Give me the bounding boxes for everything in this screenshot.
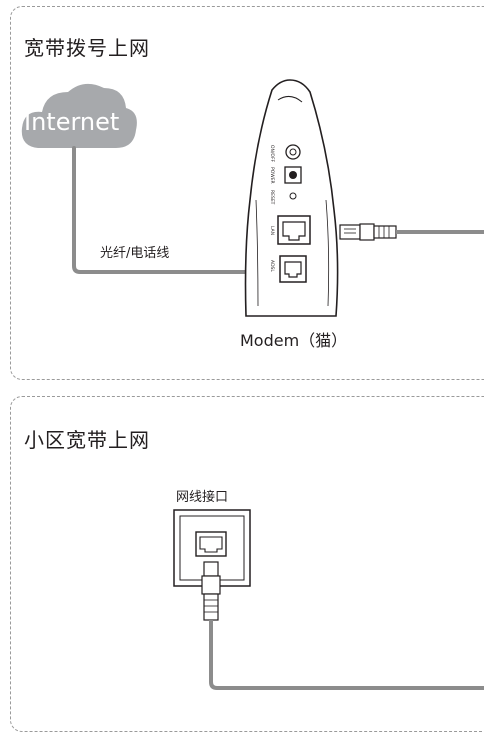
modem-device: ON/OFF POWER RESET LAN ADSL [244,79,339,317]
port-label-lan: LAN [269,226,275,235]
modem-label: Modem（猫） [240,331,348,350]
power-switch-icon [285,144,301,160]
port-label-power: POWER [269,167,275,184]
community-network-cable [209,620,484,690]
dialup-title: 宽带拨号上网 [24,36,150,60]
fiber-cable-label: 光纤/电话线 [100,246,170,261]
wall-jack-label: 网线接口 [176,490,229,505]
port-label-onoff: ON/OFF [269,145,275,163]
adsl-port-icon [279,255,307,283]
reset-button-icon [289,192,297,200]
port-label-adsl: ADSL [269,260,275,272]
community-panel [10,396,484,732]
fiber-cable [72,146,252,274]
cloud-label: Internet [24,108,120,136]
community-title: 小区宽带上网 [24,428,150,452]
cloud-icon [21,83,137,148]
port-label-reset: RESET [269,190,275,205]
jack-plug-icon [201,561,221,621]
ethernet-plug-icon [339,223,397,241]
dialup-panel [10,6,484,380]
